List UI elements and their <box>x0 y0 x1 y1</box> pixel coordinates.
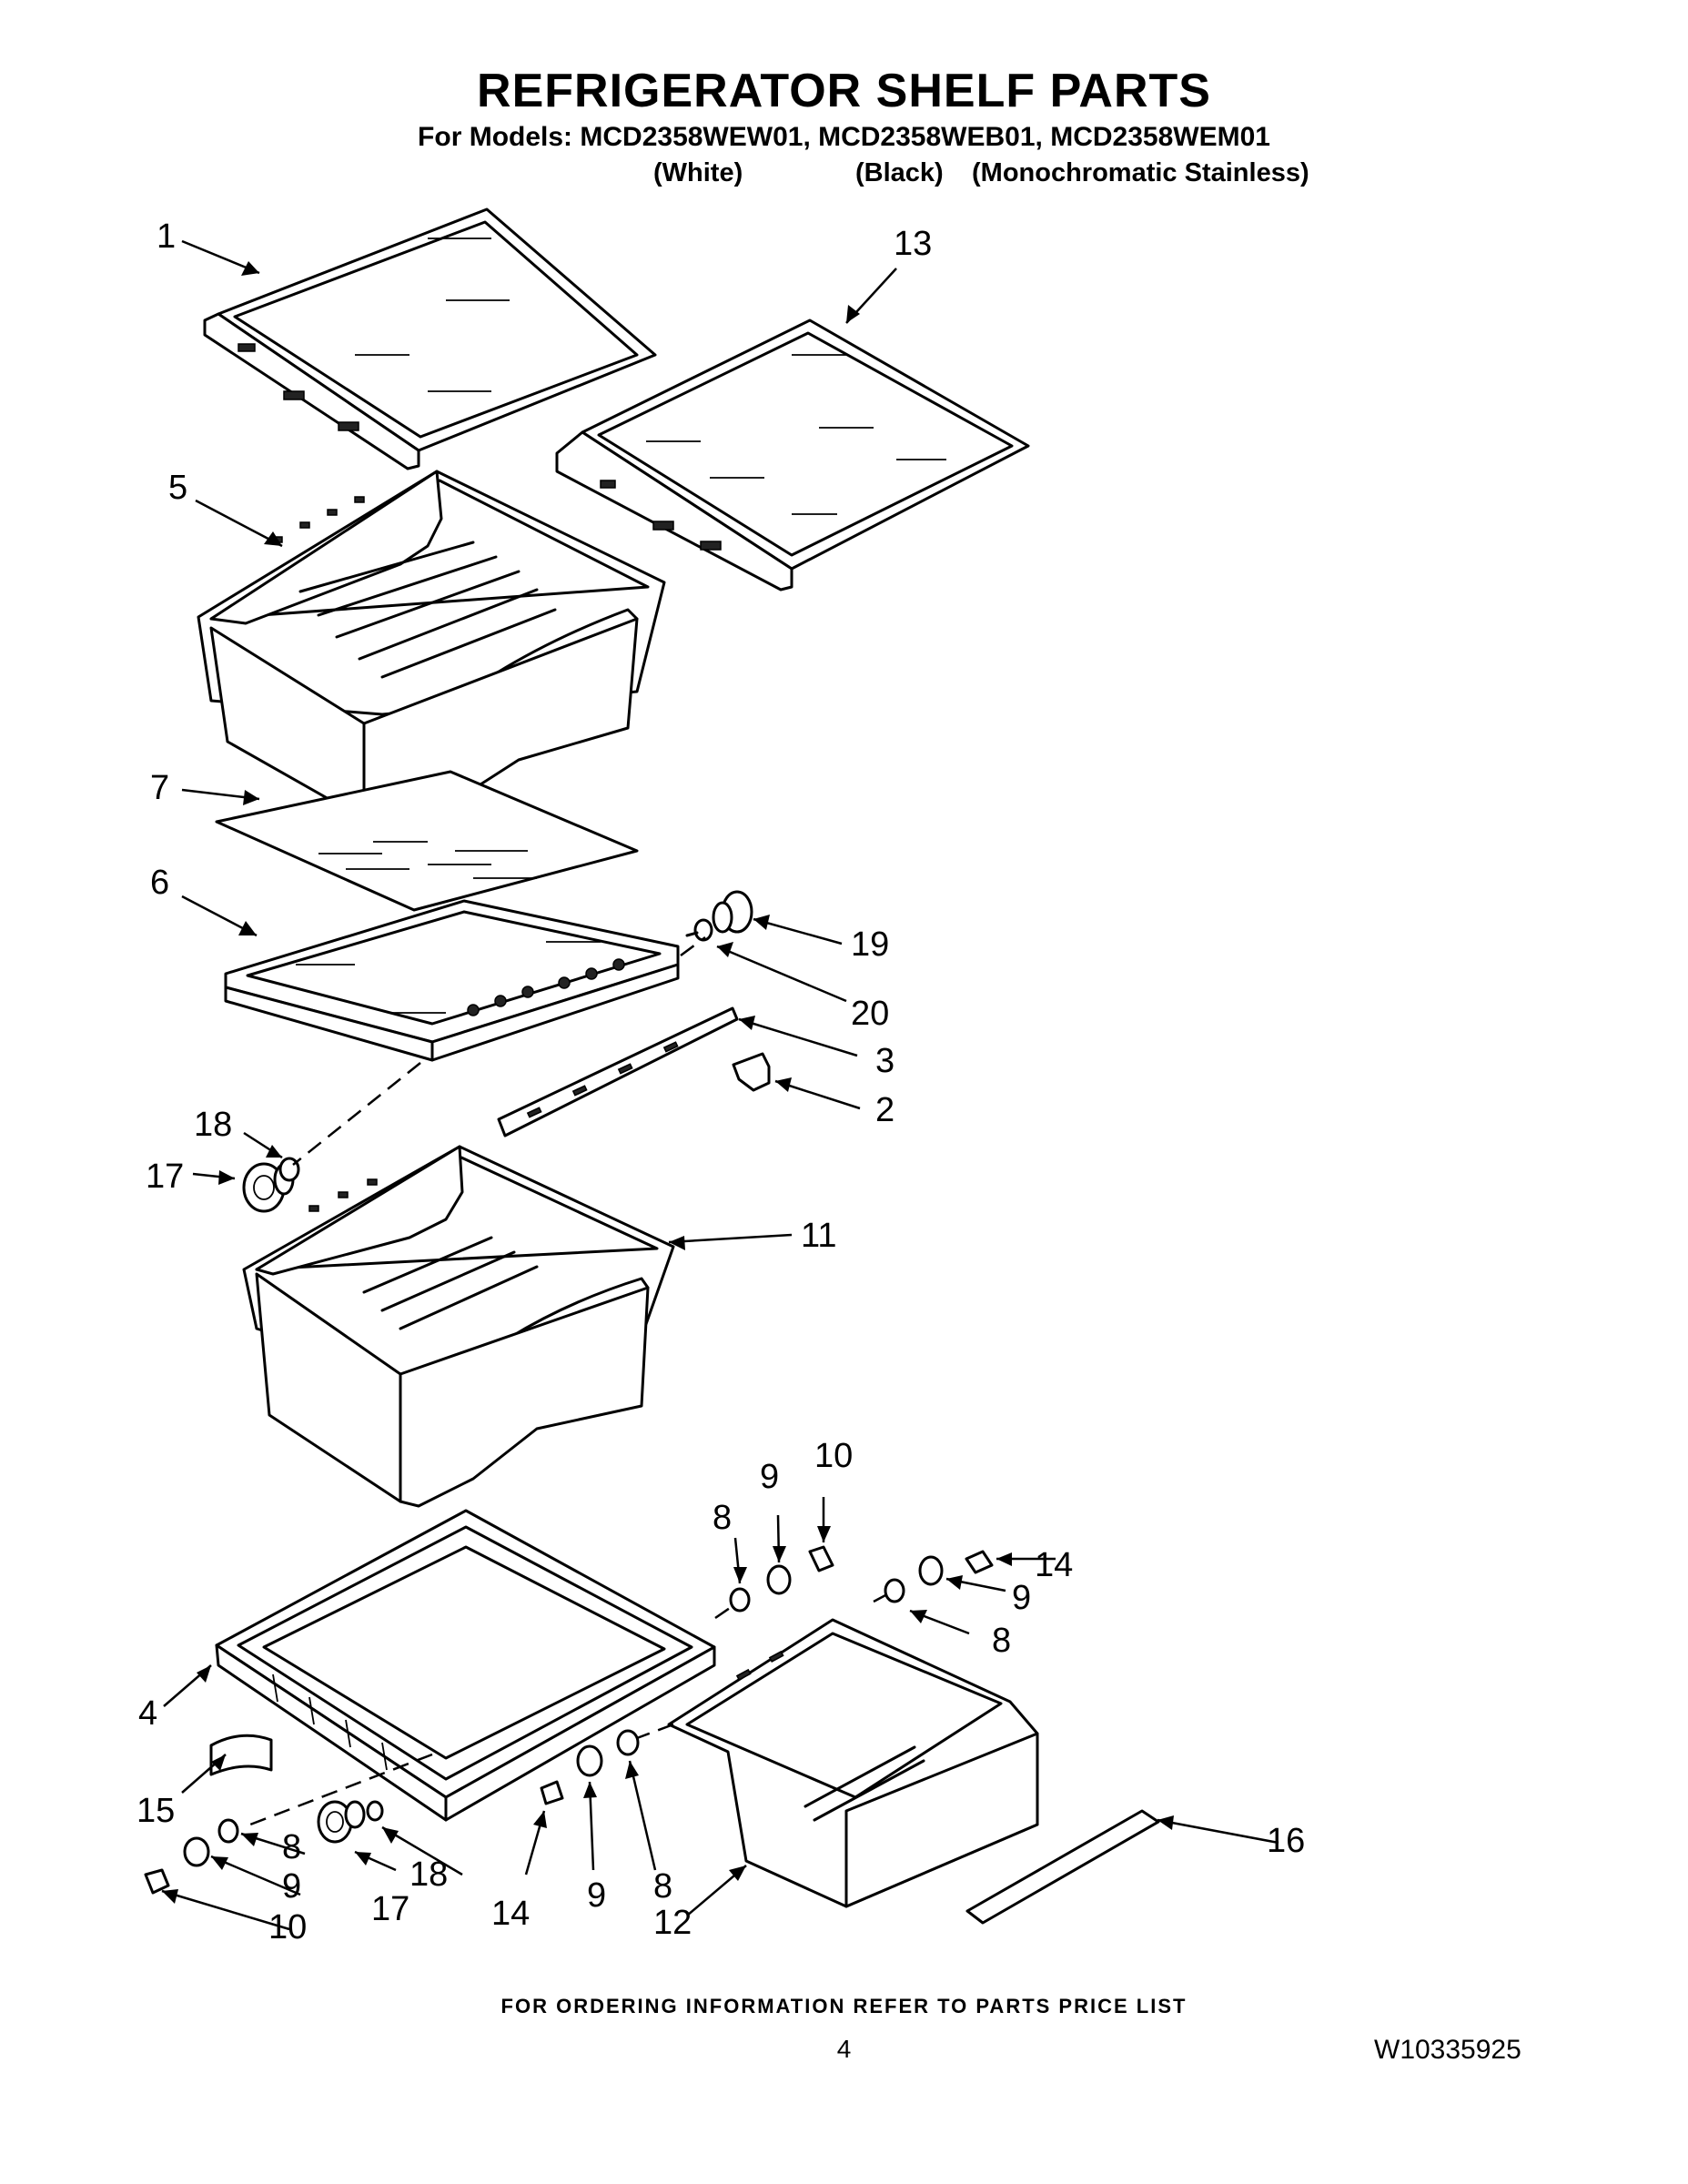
callout-8-lower: 8 <box>653 1867 672 1906</box>
part-6-crisper-cover <box>224 899 680 1062</box>
callout-13: 13 <box>894 225 932 263</box>
part-20-axle <box>685 918 713 942</box>
callout-8-upper: 8 <box>713 1499 732 1537</box>
callout-9-right: 9 <box>1012 1579 1031 1617</box>
callout-3: 3 <box>875 1042 895 1080</box>
hardware-10-screws <box>144 1545 834 1895</box>
callout-11: 11 <box>801 1217 836 1255</box>
callout-17-lower: 17 <box>371 1890 409 1928</box>
part-19-wheel <box>712 890 753 934</box>
hardware-8-spacers <box>217 1578 905 1844</box>
callout-10-left: 10 <box>268 1908 307 1946</box>
part-18-axle-lower <box>366 1800 384 1822</box>
callout-6: 6 <box>150 864 169 902</box>
variant-black: (Black) <box>855 158 944 187</box>
leader-arrowheads <box>162 261 1174 1904</box>
callout-8-right: 8 <box>992 1622 1011 1660</box>
leader-lines <box>161 239 1279 1931</box>
variant-white: (White) <box>653 158 743 187</box>
document-number: W10335925 <box>1374 2035 1521 2065</box>
page-number: 4 <box>836 2035 852 2063</box>
callout-9-upper: 9 <box>760 1458 779 1496</box>
callout-14-right: 14 <box>1035 1546 1073 1584</box>
part-12-bottom-pan <box>667 1618 1039 1908</box>
callout-17-upper: 17 <box>146 1158 184 1196</box>
callout-20: 20 <box>851 995 889 1033</box>
callout-9-left: 9 <box>282 1867 301 1906</box>
part-13-glass-shelf <box>555 318 1030 592</box>
callout-19: 19 <box>851 925 889 964</box>
part-1-glass-shelf <box>203 207 657 470</box>
ordering-note: FOR ORDERING INFORMATION REFER TO PARTS … <box>500 1995 1188 2017</box>
part-11-lower-crisper-bin <box>242 1145 675 1508</box>
page-title: REFRIGERATOR SHELF PARTS <box>477 65 1211 117</box>
part-3-slide-rail <box>497 1006 739 1138</box>
part-7-crisper-glass <box>215 770 639 912</box>
part-4-lower-frame <box>215 1509 716 1822</box>
callout-1: 1 <box>157 217 176 256</box>
callout-7: 7 <box>150 769 169 807</box>
callout-14-lower: 14 <box>491 1895 530 1933</box>
part-5-upper-crisper-bin <box>197 470 666 825</box>
hardware-14-screws <box>540 1550 994 1805</box>
models-line: For Models: MCD2358WEW01, MCD2358WEB01, … <box>418 122 1270 152</box>
callout-18-lower: 18 <box>409 1855 448 1894</box>
part-16-handle <box>965 1809 1160 1925</box>
callout-18-upper: 18 <box>194 1106 232 1144</box>
part-17-wheel-lower <box>317 1800 366 1844</box>
callout-10-upper: 10 <box>814 1437 853 1475</box>
callout-12: 12 <box>653 1904 692 1942</box>
callout-15: 15 <box>136 1792 175 1830</box>
callout-8-left: 8 <box>282 1828 301 1866</box>
callout-9-lower: 9 <box>587 1876 606 1915</box>
callout-5: 5 <box>168 469 187 507</box>
part-15-cover <box>209 1734 273 1776</box>
callout-2: 2 <box>875 1091 895 1129</box>
part-2-clip <box>732 1052 771 1092</box>
callout-16: 16 <box>1267 1822 1305 1860</box>
callout-4: 4 <box>138 1694 157 1733</box>
variant-stainless: (Monochromatic Stainless) <box>972 158 1309 187</box>
assembly-lines <box>249 935 888 1826</box>
hardware-9-washers <box>183 1555 944 1867</box>
